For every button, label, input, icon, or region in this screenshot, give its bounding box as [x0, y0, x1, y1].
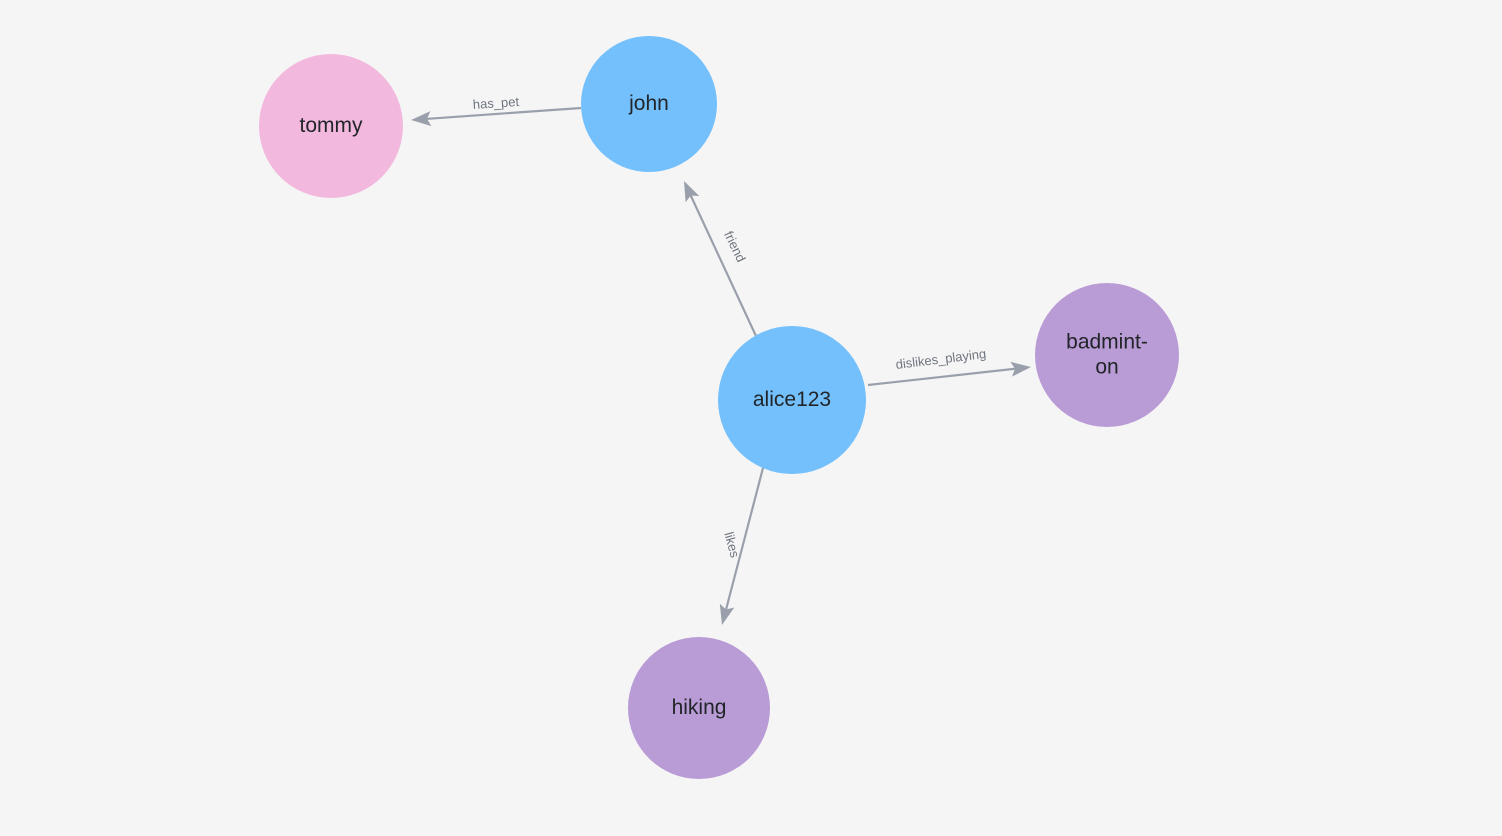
edge-arrow-head [411, 111, 432, 127]
edge-label: has_pet [472, 94, 520, 112]
graph-node-hiking[interactable]: hiking [628, 637, 770, 779]
nodes-layer: tommy john alice123 badmint-on hiking [259, 36, 1179, 779]
graph-edge[interactable]: dislikes_playing [867, 346, 1031, 387]
edge-arrow-head [719, 603, 735, 625]
edge-line [425, 106, 582, 121]
node-circle[interactable] [259, 54, 403, 198]
edge-arrow-head [684, 181, 700, 203]
edge-line [724, 467, 765, 611]
graph-edge[interactable]: has_pet [411, 94, 582, 127]
node-circle[interactable] [718, 326, 866, 474]
graph-node-john[interactable]: john [581, 36, 717, 172]
graph-node-alice123[interactable]: alice123 [718, 326, 866, 474]
node-circle[interactable] [581, 36, 717, 172]
graph-edge[interactable]: friend [684, 181, 757, 337]
graph-edge[interactable]: likes [719, 467, 765, 625]
edge-line [689, 194, 757, 337]
edge-label: friend [721, 229, 749, 265]
node-circle[interactable] [628, 637, 770, 779]
graph-node-tommy[interactable]: tommy [259, 54, 403, 198]
graph-node-badminton[interactable]: badmint-on [1035, 283, 1179, 427]
edge-line [867, 367, 1017, 387]
node-circle[interactable] [1035, 283, 1179, 427]
edge-arrow-head [1010, 361, 1031, 377]
edge-label: dislikes_playing [895, 346, 987, 372]
